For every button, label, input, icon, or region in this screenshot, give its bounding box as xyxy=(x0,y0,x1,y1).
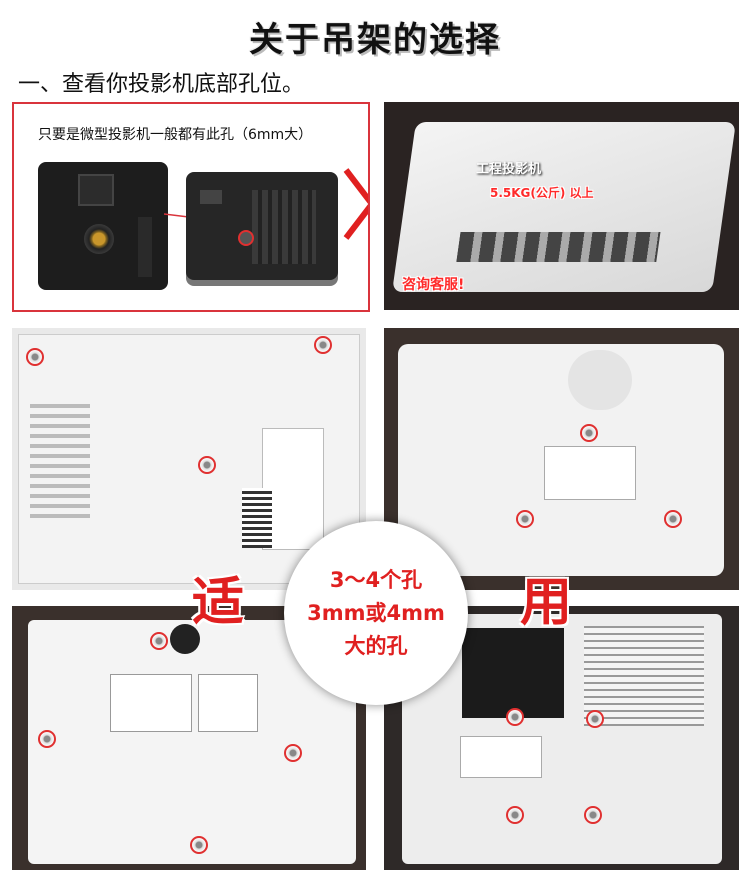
mount-hole-marker xyxy=(190,836,208,854)
mount-hole-marker xyxy=(506,806,524,824)
mount-hole-marker xyxy=(506,708,524,726)
mount-hole-marker xyxy=(584,806,602,824)
mount-hole-marker xyxy=(26,348,44,366)
suitable-right-char: 用 xyxy=(520,573,573,633)
closeup-photo xyxy=(38,162,168,290)
mount-hole-marker xyxy=(516,510,534,528)
mount-hole-marker xyxy=(664,510,682,528)
badge-line-2: 3mm或4mm xyxy=(307,600,445,625)
engineering-projector-photo xyxy=(392,122,736,292)
section-subtitle: 一、查看你投影机底部孔位。 xyxy=(18,72,305,97)
mount-hole-marker xyxy=(38,730,56,748)
suitable-left-char: 适 xyxy=(192,573,245,633)
mount-hole-marker xyxy=(580,424,598,442)
mount-hole-marker xyxy=(314,336,332,354)
micro-projector-note: 只要是微型投影机一般都有此孔（6mm大） xyxy=(38,127,313,143)
mount-hole-icon xyxy=(84,224,114,254)
panel-engineering-projector: 工程投影机 5.5KG(公斤) 以上 咨询客服! xyxy=(384,102,739,310)
label-engineering-type: 工程投影机 xyxy=(476,162,542,177)
badge-line-3: 大的孔 xyxy=(344,633,408,658)
panel-micro-projector: 只要是微型投影机一般都有此孔（6mm大） xyxy=(12,102,370,312)
hole-size-badge: 3～4个孔 3mm或4mm 大的孔 xyxy=(284,521,468,705)
page-title: 关于吊架的选择 xyxy=(249,20,501,60)
badge-line-1: 3～4个孔 xyxy=(329,567,423,592)
mount-hole-marker xyxy=(586,710,604,728)
panel-projector-bottom-1 xyxy=(12,328,366,590)
mount-hole-marker xyxy=(198,456,216,474)
mount-hole-marker xyxy=(284,744,302,762)
panel-projector-bottom-2 xyxy=(384,328,739,590)
label-engineering-weight: 5.5KG(公斤) 以上 xyxy=(490,186,594,200)
label-contact-service: 咨询客服! xyxy=(402,277,465,293)
mount-hole-marker xyxy=(150,632,168,650)
micro-projector-photo xyxy=(186,172,338,280)
mount-hole-marker xyxy=(238,230,254,246)
cross-icon xyxy=(343,168,368,240)
